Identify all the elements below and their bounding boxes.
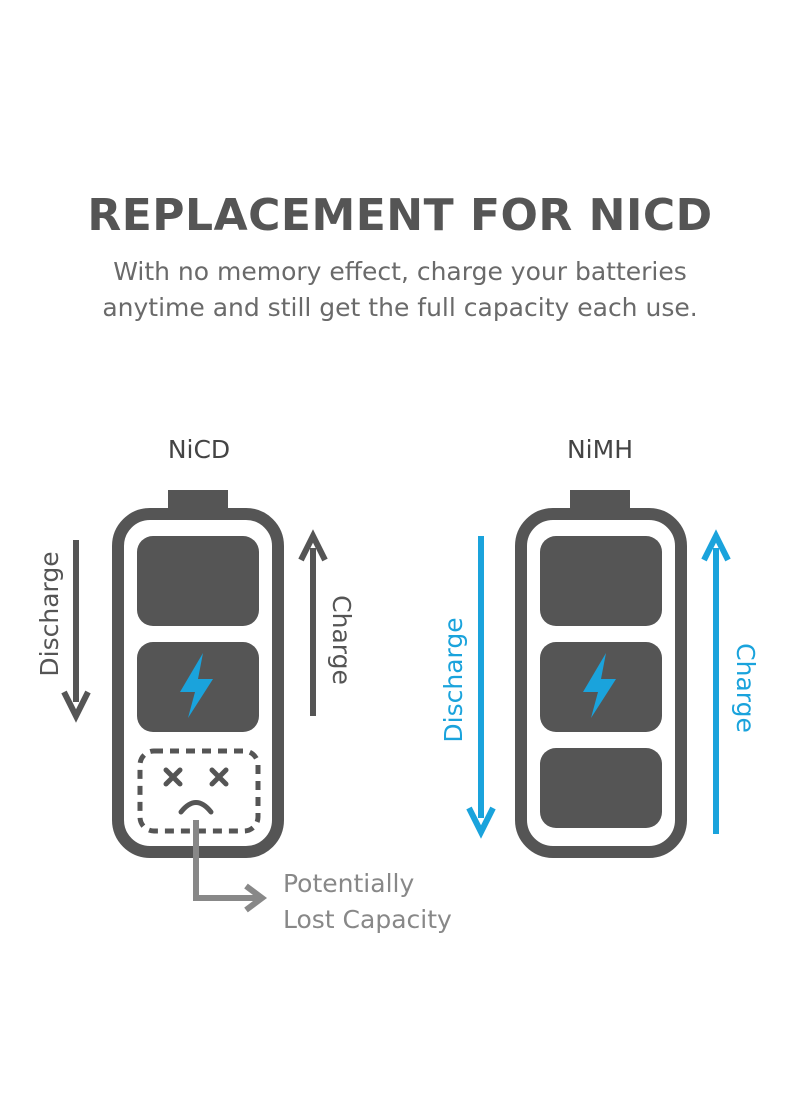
subtitle-line-1: With no memory effect, charge your batte… (113, 257, 687, 286)
nimh-lightning-icon (583, 653, 616, 718)
sad-face-icon (163, 767, 229, 815)
nicd-battery-group: NiCD Discharge Charge (35, 435, 452, 934)
nimh-charge-label: Charge (731, 643, 760, 733)
nicd-discharge-arrow (61, 540, 91, 723)
nimh-battery-body (515, 508, 687, 858)
nicd-charge-label: Charge (327, 595, 356, 685)
nimh-cell-bottom (540, 748, 662, 828)
nicd-charge-arrow (298, 529, 328, 716)
nimh-battery-group: NiMH Discharge Charge (439, 435, 760, 858)
subtitle-line-2: anytime and still get the full capacity … (102, 293, 698, 322)
lost-capacity-line-2: Lost Capacity (283, 905, 452, 934)
nicd-lightning-icon (180, 653, 213, 718)
lost-capacity-callout-arrow (193, 820, 267, 913)
nimh-cell-top (540, 536, 662, 626)
nicd-discharge-label: Discharge (35, 551, 64, 676)
nicd-lost-cell (137, 748, 261, 834)
page-subtitle: With no memory effect, charge your batte… (0, 254, 800, 326)
lost-capacity-line-1: Potentially (283, 869, 414, 898)
nimh-charge-arrow (701, 529, 731, 834)
nimh-discharge-label: Discharge (439, 617, 468, 742)
page-title: REPLACEMENT FOR NICD (87, 190, 713, 241)
nicd-label: NiCD (168, 435, 230, 464)
nicd-cell-top (137, 536, 259, 626)
nimh-label: NiMH (567, 435, 633, 464)
nimh-discharge-arrow (466, 536, 496, 839)
